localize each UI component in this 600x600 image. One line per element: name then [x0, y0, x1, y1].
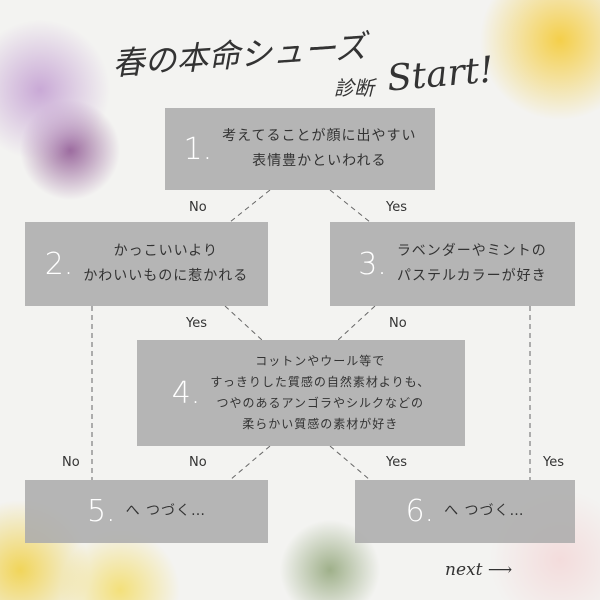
- question-box-1: 1. 考えてることが顔に出やすい表情豊かといわれる: [165, 108, 435, 190]
- result-box-5: 5. へ つづく…: [25, 480, 268, 543]
- box-number: 5.: [86, 494, 116, 529]
- box-number: 2.: [44, 246, 74, 282]
- branch-label: No: [389, 316, 407, 331]
- branch-label: No: [189, 455, 207, 470]
- box-number: 1.: [183, 131, 213, 167]
- next-link[interactable]: next ⟶: [445, 560, 513, 580]
- box-text: 考えてることが顔に出やすい: [222, 128, 417, 144]
- box-number: 3.: [358, 246, 387, 282]
- result-box-6: 6. へ つづく…: [355, 480, 575, 543]
- box-text: へ つづく…: [125, 503, 207, 519]
- box-text: コットンやウール等で: [255, 354, 386, 368]
- question-box-4: 4. コットンやウール等ですっきりした質感の自然素材よりも、つやのあるアンゴラや…: [137, 340, 465, 446]
- title-sub: 診断: [334, 76, 374, 100]
- box-number: 4.: [171, 375, 201, 411]
- box-text: パステルカラーが好き: [397, 268, 547, 284]
- box-number: 6.: [405, 494, 435, 529]
- branch-label: Yes: [386, 455, 407, 470]
- question-box-3: 3. ラベンダーやミントのパステルカラーが好き: [330, 222, 575, 306]
- question-box-2: 2. かっこいいよりかわいいものに惹かれる: [25, 222, 268, 306]
- branch-label: Yes: [543, 455, 564, 470]
- box-text: ラベンダーやミントの: [396, 243, 547, 259]
- box-text: かっこいいより: [113, 243, 219, 259]
- branch-label: Yes: [186, 316, 207, 331]
- box-text: 柔らかい質感の素材が好き: [242, 417, 399, 431]
- box-text: 表情豊かといわれる: [252, 153, 387, 169]
- branch-label: No: [62, 455, 80, 470]
- box-text: つやのあるアンゴラやシルクなどの: [216, 396, 425, 410]
- branch-label: No: [189, 200, 207, 215]
- box-text: かわいいものに惹かれる: [83, 268, 249, 284]
- branch-label: Yes: [386, 200, 407, 215]
- box-text: すっきりした質感の自然素材よりも、: [210, 375, 431, 389]
- box-text: へ つづく…: [444, 503, 525, 519]
